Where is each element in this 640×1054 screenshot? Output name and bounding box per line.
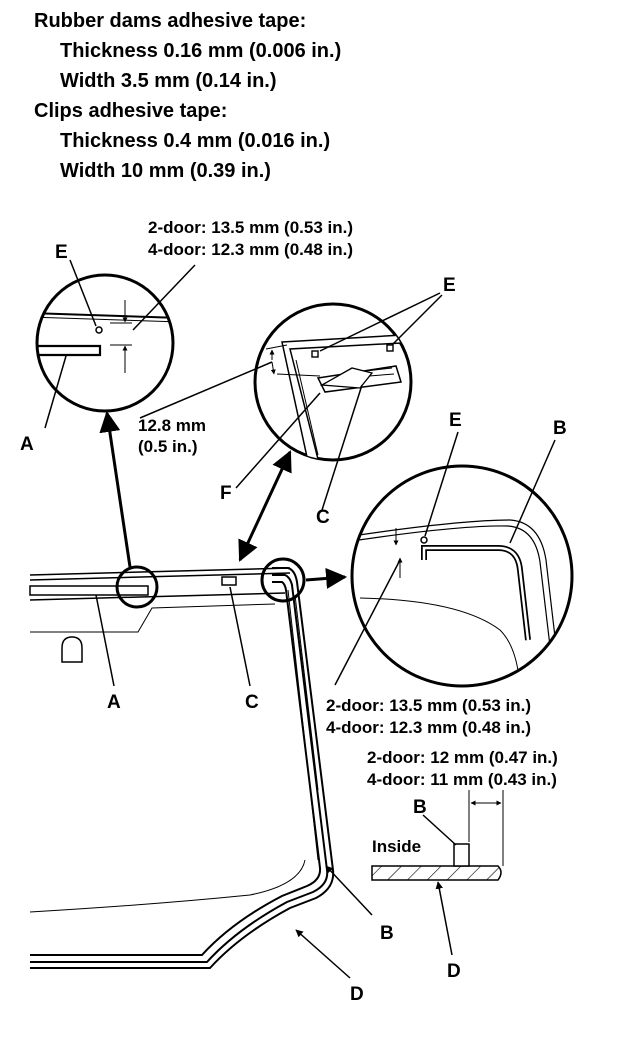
roof-edge-line: [29, 567, 291, 576]
leader-line: [132, 264, 196, 331]
leader-line: [139, 361, 273, 419]
glass-section: [371, 865, 502, 881]
rubber-dam-b-section: [453, 843, 470, 867]
rubber-dams-heading: Rubber dams adhesive tape:: [34, 10, 307, 32]
detail-arrow-clip: [238, 450, 292, 562]
clips-width: Width 10 mm (0.39 in.): [60, 160, 271, 182]
locator-circle-b: [260, 557, 306, 603]
edge-two-door-dim: 2-door: 12 mm (0.47 in.): [367, 748, 558, 767]
detail-circle-a-outline: [35, 273, 175, 413]
label-b-section: B: [413, 797, 427, 818]
clip-dim-mm: 12.8 mm: [138, 416, 206, 435]
leader-line: [334, 559, 401, 686]
label-c-detail: C: [316, 507, 330, 528]
label-d-section: D: [447, 961, 461, 982]
clip-c-detail: [365, 367, 393, 372]
detail-circle-clip-outline: [253, 302, 413, 462]
windshield-outline-middle: [30, 574, 329, 963]
clips-heading: Clips adhesive tape:: [34, 100, 228, 122]
glass-bottom-line: [29, 859, 306, 913]
locator-circle-a: [115, 565, 159, 609]
label-b-main: B: [380, 923, 394, 944]
clips-thickness: Thickness 0.4 mm (0.016 in.): [60, 130, 331, 152]
mirror-mount-outline: [61, 636, 83, 663]
glass-edge-line: [37, 312, 173, 319]
glass-edge-line: [352, 525, 555, 681]
leader-line: [321, 384, 363, 511]
reference-mark-e: [386, 344, 394, 352]
glass-edge-line: [37, 316, 173, 323]
label-e-clip: E: [443, 275, 456, 296]
label-e-corner: E: [449, 410, 462, 431]
leader-line: [325, 865, 373, 916]
detail-arrow-b: [305, 567, 348, 589]
body-panel-line: [30, 603, 276, 633]
reference-mark-e: [95, 326, 103, 334]
leader-line: [424, 431, 459, 537]
leader-line: [44, 355, 67, 429]
glass-corner: [281, 333, 411, 460]
detail-circle-a: [35, 259, 196, 429]
glass-side-line: [287, 589, 319, 861]
leader-line: [95, 594, 115, 687]
edge-four-door-dim: 4-door: 11 mm (0.43 in.): [367, 770, 557, 789]
roof-edge-line: [29, 592, 286, 601]
cross-section-view: [371, 790, 504, 956]
rubber-dams-thickness: Thickness 0.16 mm (0.006 in.): [60, 40, 342, 62]
rubber-dam-a: [29, 585, 149, 596]
glass-edge-line: [352, 519, 561, 681]
leader-line: [69, 259, 97, 327]
detail-circle-b: [334, 431, 574, 688]
leader-line: [229, 586, 251, 687]
dimension-line: [276, 373, 321, 377]
clip-c-tab: [319, 367, 374, 389]
leader-line: [295, 929, 351, 979]
rubber-dams-width: Width 3.5 mm (0.14 in.): [60, 70, 277, 92]
reference-mark-e: [311, 350, 319, 358]
leader-line: [422, 814, 457, 846]
dimension-line: [265, 344, 288, 350]
detail-arrow-a: [99, 410, 132, 568]
dimension-arrow: [270, 361, 276, 375]
clip-c-detail: [368, 373, 395, 377]
leader-line: [509, 439, 556, 544]
leader-line: [319, 292, 441, 352]
clip-dim-in: (0.5 in.): [138, 437, 198, 456]
leader-line: [435, 881, 453, 956]
label-e-left: E: [55, 242, 68, 263]
windshield-view: [29, 410, 373, 979]
mid-two-door-dim: 2-door: 13.5 mm (0.53 in.): [326, 696, 531, 715]
rubber-dam-b-outer: [421, 545, 531, 641]
body-panel-line: [359, 597, 521, 686]
clip-c-main: [221, 576, 237, 586]
leader-line: [391, 294, 443, 346]
label-d-main: D: [350, 984, 364, 1005]
label-b-corner: B: [553, 418, 567, 439]
spec-block: Rubber dams adhesive tape: Thickness 0.1…: [34, 6, 341, 186]
detail-circle-b-outline: [350, 464, 574, 688]
label-a-main: A: [107, 692, 121, 713]
mid-four-door-dim: 4-door: 12.3 mm (0.48 in.): [326, 718, 531, 737]
detail-circle-clip: [139, 292, 443, 511]
roof-edge-line: [29, 572, 291, 581]
label-f: F: [220, 483, 232, 504]
glass-side-line: [294, 594, 319, 791]
windshield-outline-outer: [30, 567, 335, 969]
label-a-detail: A: [20, 434, 34, 455]
top-two-door-dim: 2-door: 13.5 mm (0.53 in.): [148, 218, 353, 237]
windshield-outline-inner: [30, 581, 322, 956]
inside-label: Inside: [372, 837, 421, 856]
label-c-main: C: [245, 692, 259, 713]
rubber-dam-b-inner: [422, 546, 530, 641]
rubber-dam-profile: [37, 344, 102, 357]
top-four-door-dim: 4-door: 12.3 mm (0.48 in.): [148, 240, 353, 259]
reference-mark-e: [420, 536, 428, 544]
